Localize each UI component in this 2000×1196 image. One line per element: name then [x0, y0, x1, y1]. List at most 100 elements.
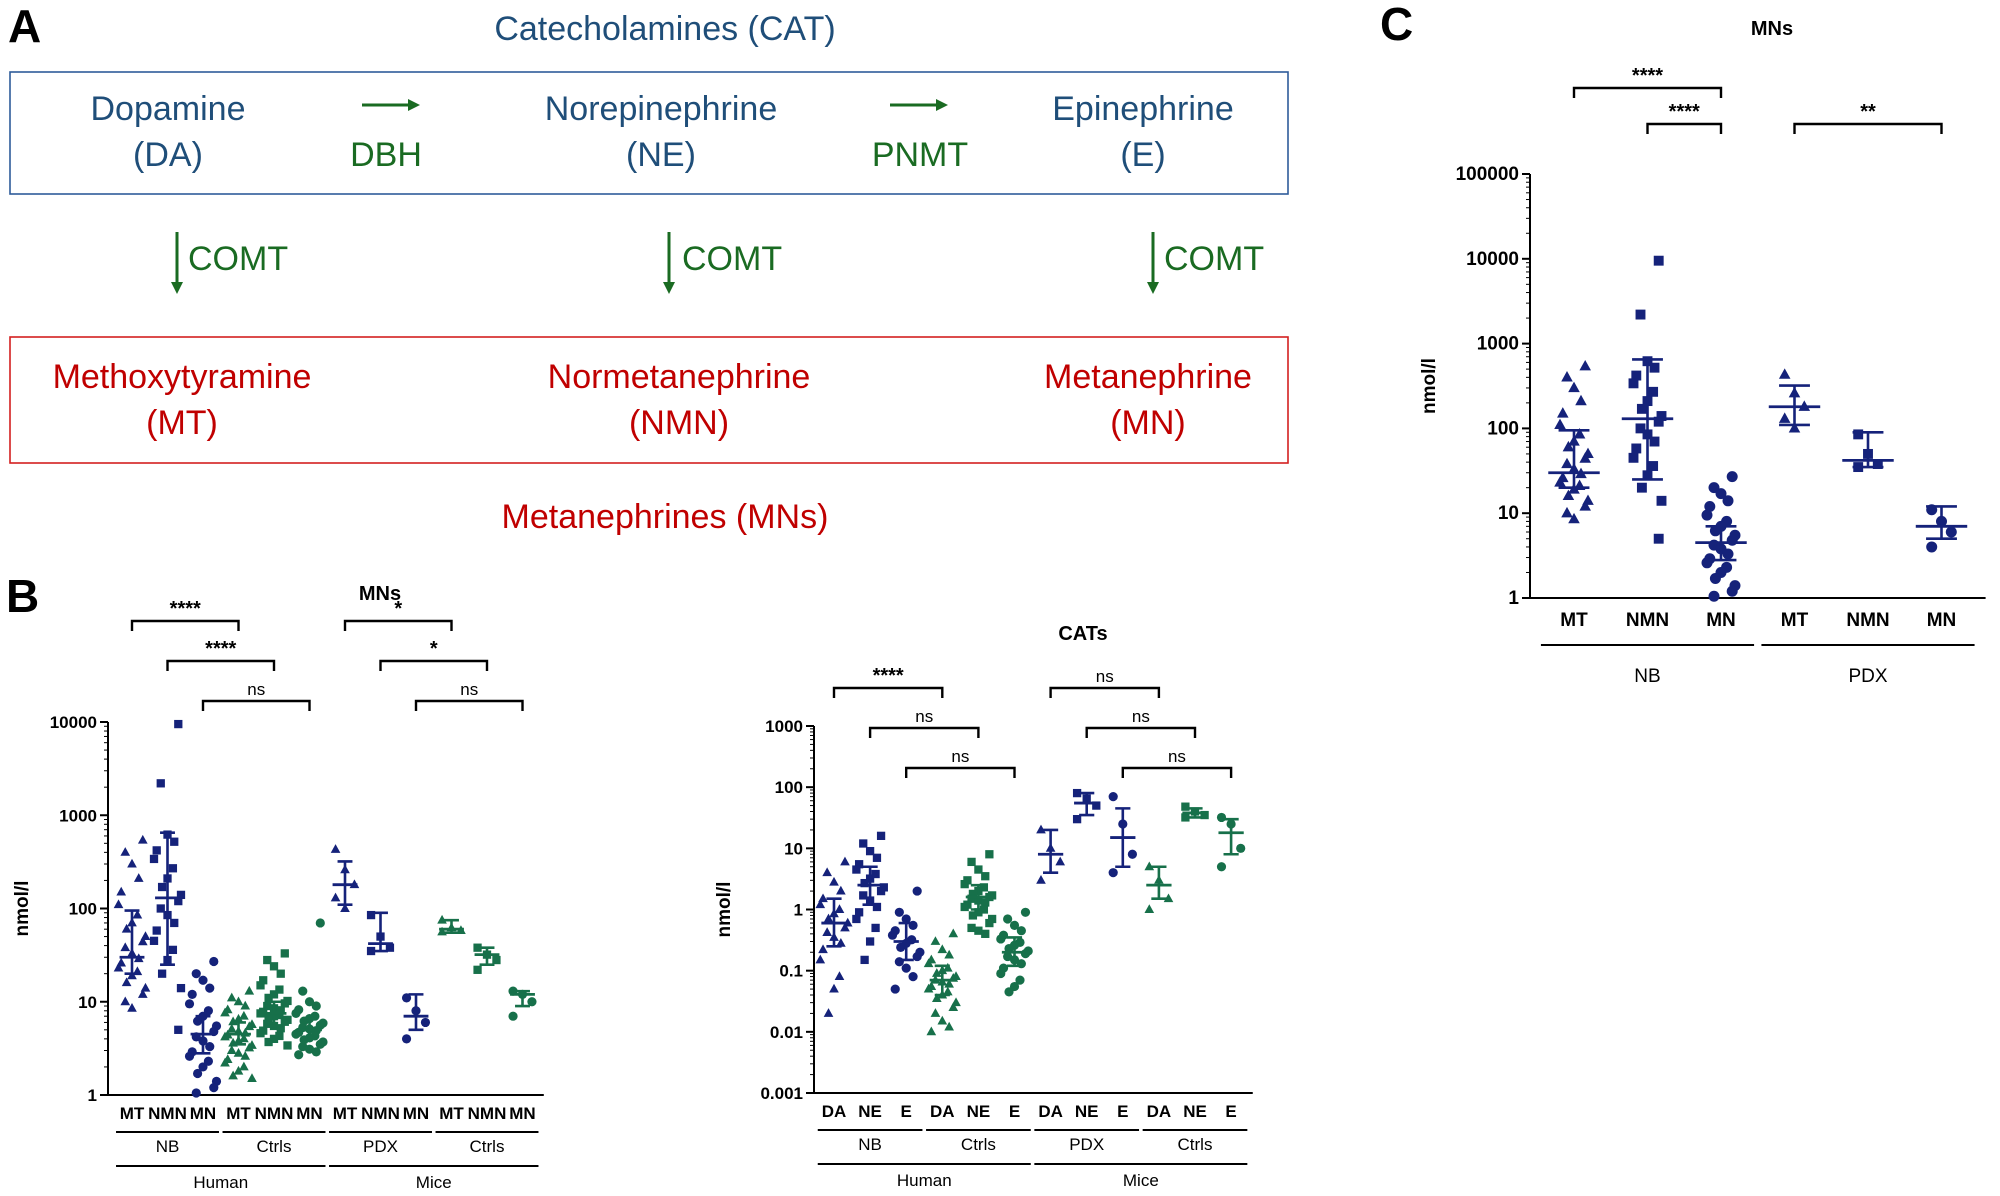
data-point [1055, 856, 1066, 866]
data-point [527, 997, 537, 1007]
significance-bracket [379, 659, 489, 671]
significance-bracket [832, 686, 944, 698]
data-point [860, 955, 869, 965]
panel-a-label: A [8, 0, 41, 52]
cat-da-name: Dopamine [91, 90, 246, 128]
data-point [1631, 443, 1642, 454]
x-category-label: MN [296, 1104, 322, 1123]
data-point [137, 936, 148, 946]
y-tick-label: 100 [1487, 418, 1519, 439]
mn-mn-abbr: (MN) [1110, 404, 1186, 442]
data-point [901, 914, 911, 924]
data-point [1726, 585, 1738, 597]
data-point [191, 969, 201, 979]
data-point [1072, 815, 1082, 824]
data-point [152, 846, 161, 855]
data-point [140, 982, 151, 992]
data-point [240, 1000, 251, 1010]
group-label: Ctrls [257, 1137, 292, 1156]
data-point [233, 1048, 244, 1057]
significance-label: **** [205, 638, 236, 660]
data-point [865, 937, 875, 946]
y-tick-label: 1000 [59, 806, 97, 825]
data-point [205, 1042, 215, 1052]
data-point [228, 1070, 238, 1080]
data-point [137, 989, 148, 998]
significance-bracket [1085, 726, 1197, 738]
x-category-label: DA [930, 1102, 955, 1121]
significance-label: * [394, 598, 402, 620]
data-point [840, 856, 850, 866]
data-point [1181, 813, 1190, 822]
data-point [960, 879, 969, 889]
data-point [942, 962, 953, 972]
data-point [121, 923, 132, 933]
data-point [1562, 440, 1575, 452]
data-point [269, 1034, 279, 1043]
data-point [974, 865, 983, 874]
data-point [311, 1001, 321, 1011]
data-point [176, 890, 186, 900]
x-category-label: MN [190, 1104, 216, 1123]
data-point [152, 926, 161, 935]
data-point [113, 962, 124, 972]
data-point [184, 1051, 195, 1061]
data-point [871, 923, 880, 933]
x-category-label: NE [858, 1102, 882, 1121]
data-point [244, 1021, 255, 1031]
data-point [823, 1008, 834, 1017]
significance-label: ns [1132, 707, 1150, 726]
data-point [1636, 482, 1647, 493]
data-point [127, 1003, 137, 1012]
data-point [174, 719, 183, 729]
x-category-label: DA [1147, 1102, 1172, 1121]
y-tick-label: 0.01 [770, 1023, 803, 1042]
data-point [263, 1019, 272, 1028]
error-bar [124, 909, 140, 975]
comt-arrow-1 [171, 232, 183, 294]
x-category-label: MN [1706, 610, 1736, 631]
chart-title: CATs [1058, 623, 1107, 645]
data-point [937, 944, 948, 954]
data-point [930, 936, 941, 945]
mn-title: Metanephrines (MNs) [502, 498, 829, 536]
data-point [240, 1051, 251, 1060]
data-point [239, 1061, 249, 1071]
significance-label: ns [1096, 667, 1114, 686]
data-point [931, 968, 942, 977]
data-point [1709, 572, 1721, 584]
x-category-label: DA [822, 1102, 847, 1121]
data-point [1554, 418, 1566, 430]
data-point [168, 945, 178, 955]
data-point [205, 983, 215, 993]
data-point [1649, 362, 1660, 373]
data-point [1704, 500, 1716, 512]
x-category-label: NE [1075, 1102, 1099, 1121]
data-point [818, 944, 828, 954]
data-point [311, 1047, 321, 1057]
y-tick-label: 10 [78, 993, 97, 1012]
data-point [896, 942, 906, 953]
data-point [209, 956, 219, 967]
significance-bracket [166, 659, 276, 671]
data-point [960, 902, 969, 912]
group-label: NB [156, 1137, 180, 1156]
data-point [948, 1002, 959, 1011]
data-point [872, 853, 882, 862]
data-point [1557, 407, 1569, 418]
data-point [133, 873, 144, 882]
error-bar [1926, 505, 1957, 541]
data-point [170, 918, 179, 928]
data-point [1788, 422, 1801, 433]
data-point [1108, 868, 1118, 878]
group-label: Ctrls [470, 1137, 505, 1156]
data-point [315, 1039, 325, 1049]
data-point [157, 969, 167, 978]
data-point [1108, 792, 1118, 802]
data-point [1181, 802, 1190, 811]
data-point [1778, 368, 1791, 379]
x-category-label: MT [226, 1104, 251, 1123]
data-point [852, 914, 861, 924]
